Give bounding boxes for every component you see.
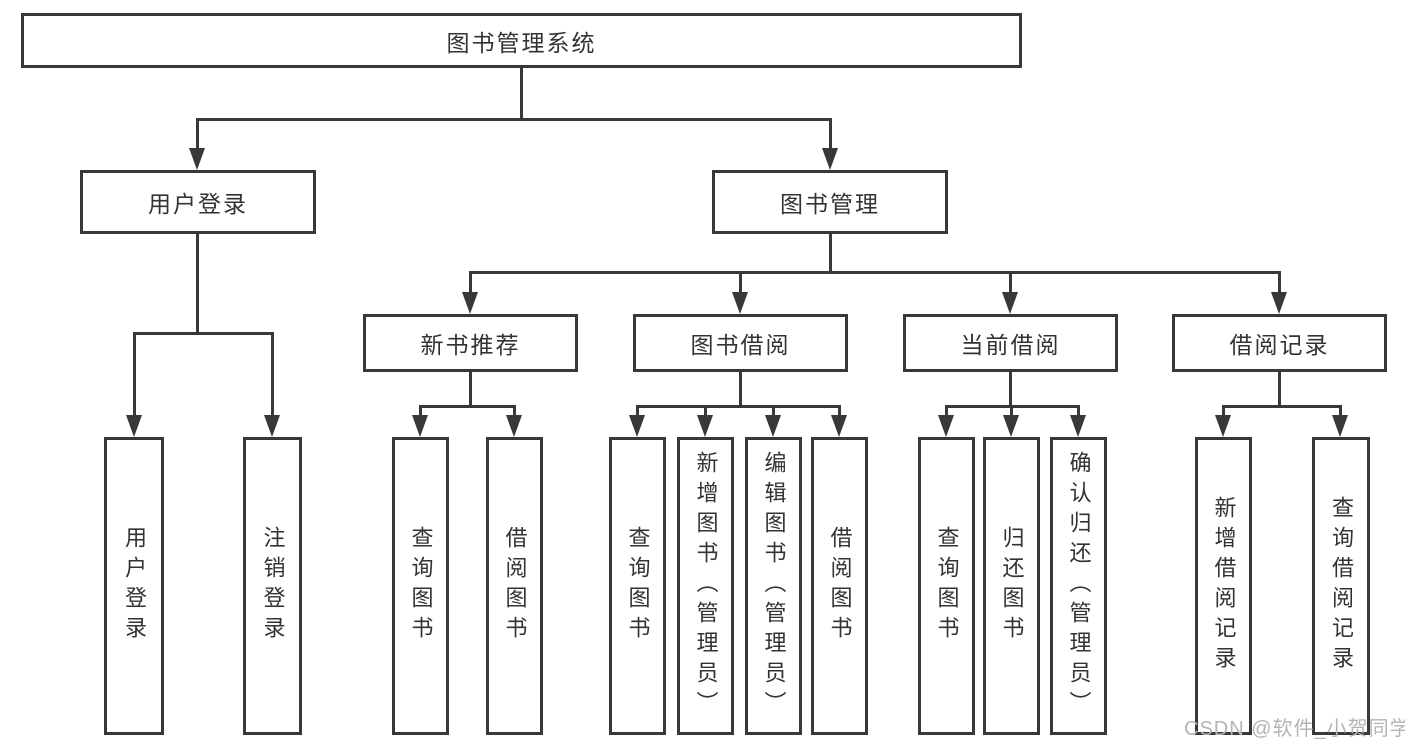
- node-label: 查询借阅记录: [1329, 496, 1354, 676]
- node-user-login: 用户登录: [80, 170, 316, 234]
- node-label: 归还图书: [999, 526, 1025, 646]
- connector-user-login-branch: [133, 332, 274, 335]
- arrow-down-icon: [264, 415, 280, 437]
- node-label: 编辑图书（管理员）: [761, 451, 787, 721]
- node-leaf-return-book: 归还图书: [983, 437, 1040, 735]
- arrow-down-icon: [126, 415, 142, 437]
- node-leaf-query-book-current: 查询图书: [918, 437, 975, 735]
- arrow-down-icon: [938, 415, 954, 437]
- node-label: 查询图书: [625, 526, 651, 646]
- node-book-management: 图书管理: [712, 170, 948, 234]
- node-book-borrow: 图书借阅: [633, 314, 848, 372]
- arrow-down-icon: [1070, 415, 1086, 437]
- connector-drop: [772, 405, 775, 419]
- node-leaf-query-book-borrow: 查询图书: [609, 437, 666, 735]
- node-label: 查询图书: [408, 526, 434, 646]
- connector-drop: [469, 271, 472, 296]
- connector-drop: [838, 405, 841, 419]
- node-label: 当前借阅: [960, 332, 1061, 358]
- arrow-down-icon: [506, 415, 522, 437]
- connector-drop: [1278, 271, 1281, 296]
- node-label: 注销登录: [260, 526, 286, 646]
- node-leaf-add-book-admin: 新增图书（管理员）: [677, 437, 734, 735]
- connector-drop: [1222, 405, 1225, 419]
- connector-drop: [1009, 271, 1012, 296]
- node-label: 新增图书（管理员）: [693, 451, 719, 721]
- node-label: 确认归还（管理员）: [1066, 451, 1092, 721]
- node-leaf-add-borrow-record: 新增借阅记录: [1195, 437, 1252, 735]
- arrow-down-icon: [831, 415, 847, 437]
- connector-borrow-stem: [739, 372, 742, 408]
- arrow-down-icon: [765, 415, 781, 437]
- connector-root-stem: [520, 68, 523, 121]
- node-current-borrow: 当前借阅: [903, 314, 1118, 372]
- connector-drop: [704, 405, 707, 419]
- connector-book-management-branch: [469, 271, 1281, 274]
- arrow-down-icon: [1003, 415, 1019, 437]
- arrow-down-icon: [1215, 415, 1231, 437]
- connector-drop: [829, 118, 832, 152]
- node-leaf-edit-book-admin: 编辑图书（管理员）: [745, 437, 802, 735]
- node-label: 新增借阅记录: [1211, 496, 1237, 676]
- node-leaf-borrow-book-recommend: 借阅图书: [486, 437, 543, 735]
- node-borrow-record: 借阅记录: [1172, 314, 1387, 372]
- connector-drop: [271, 332, 274, 417]
- node-label: 借阅记录: [1229, 332, 1330, 358]
- connector-recommend-branch: [419, 405, 516, 408]
- arrow-down-icon: [189, 148, 205, 170]
- node-label: 图书借阅: [690, 332, 791, 358]
- connector-drop: [1339, 405, 1342, 419]
- connector-borrow-branch: [636, 405, 841, 408]
- connector-current-stem: [1009, 372, 1012, 408]
- connector-drop: [1010, 405, 1013, 419]
- connector-drop: [513, 405, 516, 419]
- connector-drop: [196, 118, 199, 152]
- connector-drop: [133, 332, 136, 417]
- node-label: 用户登录: [122, 526, 147, 646]
- arrow-down-icon: [629, 415, 645, 437]
- connector-user-login-stem: [196, 234, 199, 334]
- connector-recommend-stem: [469, 372, 472, 408]
- connector-drop: [739, 271, 742, 296]
- arrow-down-icon: [412, 415, 428, 437]
- node-leaf-query-borrow-record: 查询借阅记录: [1312, 437, 1370, 735]
- arrow-down-icon: [1332, 415, 1348, 437]
- node-root: 图书管理系统: [21, 13, 1022, 68]
- node-leaf-query-book-recommend: 查询图书: [392, 437, 449, 735]
- node-leaf-confirm-return-admin: 确认归还（管理员）: [1050, 437, 1107, 735]
- node-label: 新书推荐: [420, 332, 521, 358]
- node-label: 借阅图书: [827, 526, 853, 646]
- node-label: 图书管理: [780, 191, 880, 217]
- connector-root-branch: [196, 118, 832, 121]
- connector-record-stem: [1278, 372, 1281, 408]
- connector-book-management-stem: [829, 234, 832, 274]
- connector-drop: [945, 405, 948, 419]
- node-label: 查询图书: [934, 526, 960, 646]
- node-new-book-recommend: 新书推荐: [363, 314, 578, 372]
- node-label: 图书管理系统: [446, 29, 597, 56]
- arrow-down-icon: [822, 148, 838, 170]
- arrow-down-icon: [1002, 292, 1018, 314]
- connector-record-branch: [1222, 405, 1342, 408]
- connector-drop: [1077, 405, 1080, 419]
- node-leaf-logout: 注销登录: [243, 437, 302, 735]
- arrow-down-icon: [1271, 292, 1287, 314]
- arrow-down-icon: [697, 415, 713, 437]
- node-leaf-user-login: 用户登录: [104, 437, 164, 735]
- node-label: 用户登录: [148, 191, 248, 217]
- node-label: 借阅图书: [502, 526, 528, 646]
- arrow-down-icon: [462, 292, 478, 314]
- watermark-text: CSDN @软件_小贺同学: [1184, 718, 1405, 740]
- connector-drop: [419, 405, 422, 419]
- connector-drop: [636, 405, 639, 419]
- arrow-down-icon: [732, 292, 748, 314]
- node-leaf-borrow-book-borrow: 借阅图书: [811, 437, 868, 735]
